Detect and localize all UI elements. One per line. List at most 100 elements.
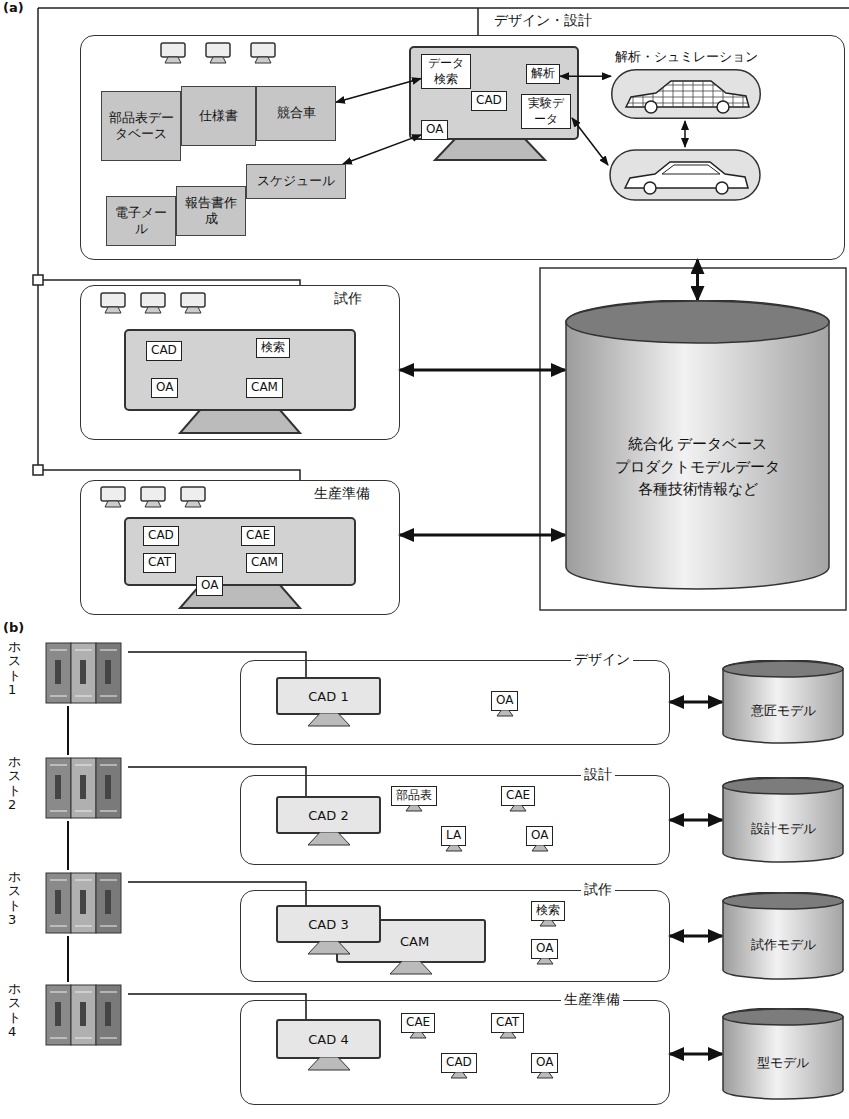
drawing-part (161, 43, 185, 63)
document-box: 仕様書 (181, 86, 256, 146)
monitor-stand (536, 1072, 554, 1079)
monitor-stand (536, 958, 554, 965)
drawing-part (33, 465, 43, 475)
database-frame (540, 268, 846, 610)
cylinder-outline (722, 1008, 844, 1100)
node-text: CAT (496, 1015, 519, 1031)
node-text: CAE (506, 788, 530, 804)
terminal-box: LA (441, 826, 466, 846)
node-text: ホスト3 (8, 870, 21, 927)
node-text: 試作モデル (751, 936, 816, 954)
drawing-part (716, 182, 728, 194)
cylinder-outline (722, 892, 844, 980)
host-computer: ホスト1 (8, 640, 128, 706)
function-box: CAT (143, 553, 176, 573)
data-flow-arrow (670, 701, 722, 704)
node-text: CAD (148, 528, 174, 544)
monitor-screen: CAD 3 (276, 905, 381, 943)
terminal-box: CAD (441, 1053, 477, 1073)
region-heading: デザイン・設計 (491, 12, 595, 29)
terminal-box: OA (531, 1053, 558, 1073)
function-box: CAM (246, 378, 283, 398)
node-text: CAE (406, 1015, 430, 1031)
data-flow-arrow (670, 819, 722, 822)
node-text: ホスト1 (8, 640, 21, 697)
node-text: 検索 (261, 340, 285, 356)
region-heading: デザイン (571, 651, 633, 668)
drawing-part (33, 275, 43, 285)
drawing-part (572, 118, 608, 165)
terminal-box: CAT (491, 1013, 524, 1033)
drawing-part (141, 293, 165, 313)
monitor-stand (409, 1032, 427, 1039)
node-text: OA (156, 380, 173, 396)
document-box: 競合車 (256, 86, 336, 141)
function-box: OA (196, 576, 223, 596)
link-arrow (560, 76, 611, 78)
monitor-stand (499, 1032, 517, 1039)
drawing-part (684, 121, 686, 147)
node-text: OA (536, 1055, 553, 1071)
node-text: 解析 (531, 66, 555, 82)
terminal-box: OA (531, 939, 558, 959)
drawing-part (46, 758, 121, 818)
node-text: CAE (246, 528, 270, 544)
node-text: LA (446, 828, 461, 844)
region-heading: 設計 (581, 766, 615, 783)
node-text: ホスト2 (8, 755, 21, 812)
data-flow-arrow (400, 534, 565, 537)
workstation-monitors (125, 47, 578, 608)
simulation-model: 解析・シュミレーション (611, 69, 761, 119)
node-text: 意匠モデル (751, 702, 816, 720)
node-text: CAD (446, 1055, 472, 1071)
function-box: 実験データ (521, 94, 571, 129)
node-text: OA (531, 828, 548, 844)
link-arrow (343, 135, 421, 164)
cylinder-outline (722, 660, 844, 744)
terminals (101, 43, 275, 507)
drawing-part (610, 150, 760, 200)
monitor-stand (389, 961, 433, 975)
model-database: 試作モデル (722, 892, 844, 980)
part-label: (a) (3, 0, 24, 15)
node-text: CAD 4 (308, 1032, 348, 1047)
region-heading: 試作 (331, 290, 365, 307)
drawing-part (662, 165, 720, 174)
region-box: デザイン・設計部品表データベース仕様書競合車電子メール報告書作成スケジュールデー… (80, 35, 845, 260)
region-box: デザインCAD 1OA (240, 660, 670, 745)
host-servers (46, 643, 121, 1045)
node-text: CAD (476, 93, 502, 109)
drawing-part (180, 410, 300, 433)
region-box: 試作CAD 3CAM検索OA (240, 890, 670, 982)
network-line (128, 652, 306, 677)
node-text: OA (426, 122, 443, 138)
node-text: CAM (251, 555, 278, 571)
data-flow-arrow (400, 369, 565, 372)
function-box: データ検索 (421, 54, 471, 89)
drawing-part (206, 43, 230, 63)
node-text: OA (536, 941, 553, 957)
drawing-part (46, 873, 121, 933)
function-box: OA (421, 120, 448, 140)
node-text: スケジュール (257, 173, 335, 189)
drawing-part (181, 293, 205, 313)
monitor-stand (531, 845, 549, 852)
network-line (128, 882, 306, 905)
part-label: (b) (3, 620, 24, 635)
node-text: ホスト4 (8, 982, 21, 1039)
host-computer: ホスト4 (8, 982, 128, 1048)
monitor-stand (539, 920, 557, 927)
node-text: 仕様書 (199, 108, 238, 124)
terminal-box: 検索 (531, 901, 565, 921)
link-arrow (336, 79, 421, 103)
drawing-part (644, 182, 656, 194)
function-box: CAD (471, 91, 507, 111)
region-box: 生産準備CADCAECATCAMOA (80, 480, 400, 615)
function-box: CAM (246, 553, 283, 573)
node-text: CAM (251, 380, 278, 396)
node-text: 部品表 (396, 788, 432, 804)
network-line (67, 706, 69, 755)
database-cylinder: 統合化 データベース プロダクトモデルデータ 各種技術情報など (565, 300, 830, 590)
terminal-box: 部品表 (391, 786, 437, 806)
